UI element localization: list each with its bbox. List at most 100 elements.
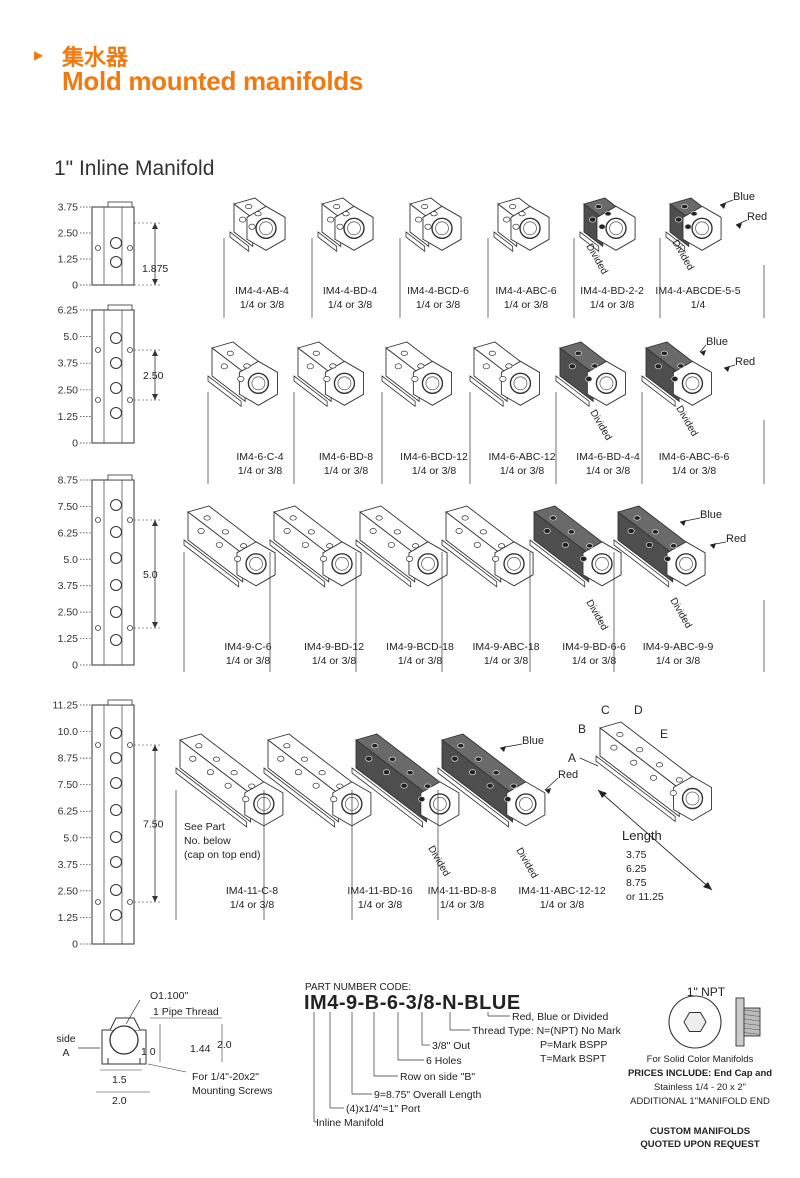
manifold-port	[586, 543, 594, 549]
ruler-label: 0	[72, 438, 78, 450]
manifold-port	[616, 732, 624, 738]
manifold-port	[670, 543, 678, 549]
mount-hole	[95, 899, 101, 905]
part-code-label: IM4-6-BD-4-4	[576, 451, 640, 463]
mount-hole	[95, 347, 101, 353]
manifold-side	[645, 347, 680, 403]
screws-label: For 1/4"-20x2"	[192, 1071, 259, 1083]
legend-color: Red, Blue or Divided	[512, 1011, 608, 1023]
port-hole	[110, 552, 122, 564]
legend-thread-type: Thread Type: N=(NPT) No Mark	[472, 1025, 622, 1037]
ruler-label: 2.50	[58, 885, 79, 897]
dim-arrow	[152, 896, 158, 902]
manifold-side	[267, 739, 340, 823]
manifold-port	[585, 376, 593, 382]
length-arrowhead	[598, 790, 607, 798]
port-size-label: 1/4 or 3/8	[540, 899, 585, 911]
manifold-port	[568, 363, 576, 370]
manifold-end-thread	[432, 797, 447, 811]
npt-thread-line	[743, 1023, 761, 1026]
manifold-row2-4	[469, 341, 540, 408]
manifold-port	[224, 782, 232, 789]
mount-hole	[95, 397, 101, 403]
manifold-row3-5	[529, 505, 622, 588]
manifold-port	[326, 543, 334, 549]
manifold-port	[627, 528, 635, 534]
manifold-port	[479, 529, 487, 535]
manifold-port	[294, 769, 303, 776]
ruler-label: 1.25	[58, 254, 79, 266]
manifold-rail	[381, 375, 416, 408]
dim-arrow	[152, 350, 158, 356]
manifold-end-thread	[695, 221, 709, 236]
part-code-label: IM4-4-ABCDE-5-5	[655, 285, 740, 297]
manifold-port	[630, 759, 638, 766]
mount-hole	[127, 397, 133, 403]
port-size-label: 1/4 or 3/8	[230, 899, 275, 911]
manifold-port	[234, 555, 242, 562]
manifold-port	[455, 528, 463, 534]
side-view-4: 11.2510.08.757.506.255.03.752.501.2507.5…	[53, 700, 164, 951]
port-size-label: 1/4 or 3/8	[590, 299, 635, 311]
ruler-label: 1.25	[58, 411, 79, 423]
side-view-cap	[107, 304, 133, 311]
manifold-row2-5	[555, 341, 626, 408]
blue-label-arrowhead	[720, 203, 726, 209]
side-letter-label: A	[62, 1047, 69, 1059]
manifold-end-thread	[347, 221, 361, 236]
part-code-label: IM4-9-ABC-18	[472, 641, 539, 653]
manifold-port	[461, 515, 469, 521]
length-value: 3.75	[626, 849, 647, 861]
blue-label: Blue	[522, 735, 544, 747]
dim-arrow	[152, 279, 158, 285]
side-view-body	[91, 479, 135, 666]
manifold-port	[482, 363, 490, 370]
part-code-label: IM4-6-BCD-12	[400, 451, 468, 463]
red-label: Red	[735, 356, 755, 368]
red-label: Red	[558, 769, 578, 781]
port-hole	[110, 777, 122, 789]
dimension-label: 2.50	[143, 370, 164, 382]
manifold-row2-1	[207, 341, 278, 408]
side-letter-b: B	[578, 722, 586, 736]
manifold-port	[230, 770, 238, 776]
manifold-port	[400, 350, 408, 356]
port-hole	[110, 579, 122, 591]
divided-label: Divided	[513, 846, 539, 880]
legend-row: Row on side "B"	[400, 1071, 475, 1083]
pipe-thread-label: 1 Pipe Thread	[153, 1006, 219, 1018]
red-label-leader	[544, 777, 559, 791]
mount-hole	[95, 517, 101, 523]
manifold-port	[415, 216, 423, 223]
manifold-end-thread	[251, 376, 266, 391]
manifold-port	[474, 756, 483, 762]
port-size-label: 1/4 or 3/8	[240, 299, 285, 311]
manifold-rail	[355, 539, 412, 588]
side-letter-c: C	[601, 703, 610, 717]
header-arrow-icon: ▶	[34, 48, 44, 62]
manifold-end-port	[591, 553, 613, 575]
manifold-row4-1	[175, 733, 284, 828]
manifold-port	[312, 350, 320, 356]
dim-10-label: 1 0	[141, 1046, 156, 1058]
manifold-port	[300, 756, 309, 762]
port-size-label: 1/4 or 3/8	[312, 655, 357, 667]
manifold-port	[504, 796, 512, 803]
custom-note: QUOTED UPON REQUEST	[640, 1139, 759, 1150]
part-code-label: IM4-11-ABC-12-12	[518, 885, 605, 897]
port-hole	[110, 382, 122, 394]
manifold-port	[283, 528, 291, 534]
manifold-end-thread	[435, 221, 449, 236]
manifold-port	[684, 223, 692, 230]
manifold-end-port	[417, 553, 439, 575]
manifold-row1-1	[229, 197, 286, 253]
part-code-label: IM4-4-AB-4	[235, 285, 289, 297]
npt-note: Stainless 1/4 - 20 x 2"	[654, 1082, 746, 1093]
manifold-rail	[579, 231, 600, 253]
manifold-port	[400, 782, 408, 789]
manifold-port	[580, 555, 588, 562]
dim-144-label: 1.44	[190, 1043, 211, 1055]
manifold-port	[254, 211, 262, 217]
